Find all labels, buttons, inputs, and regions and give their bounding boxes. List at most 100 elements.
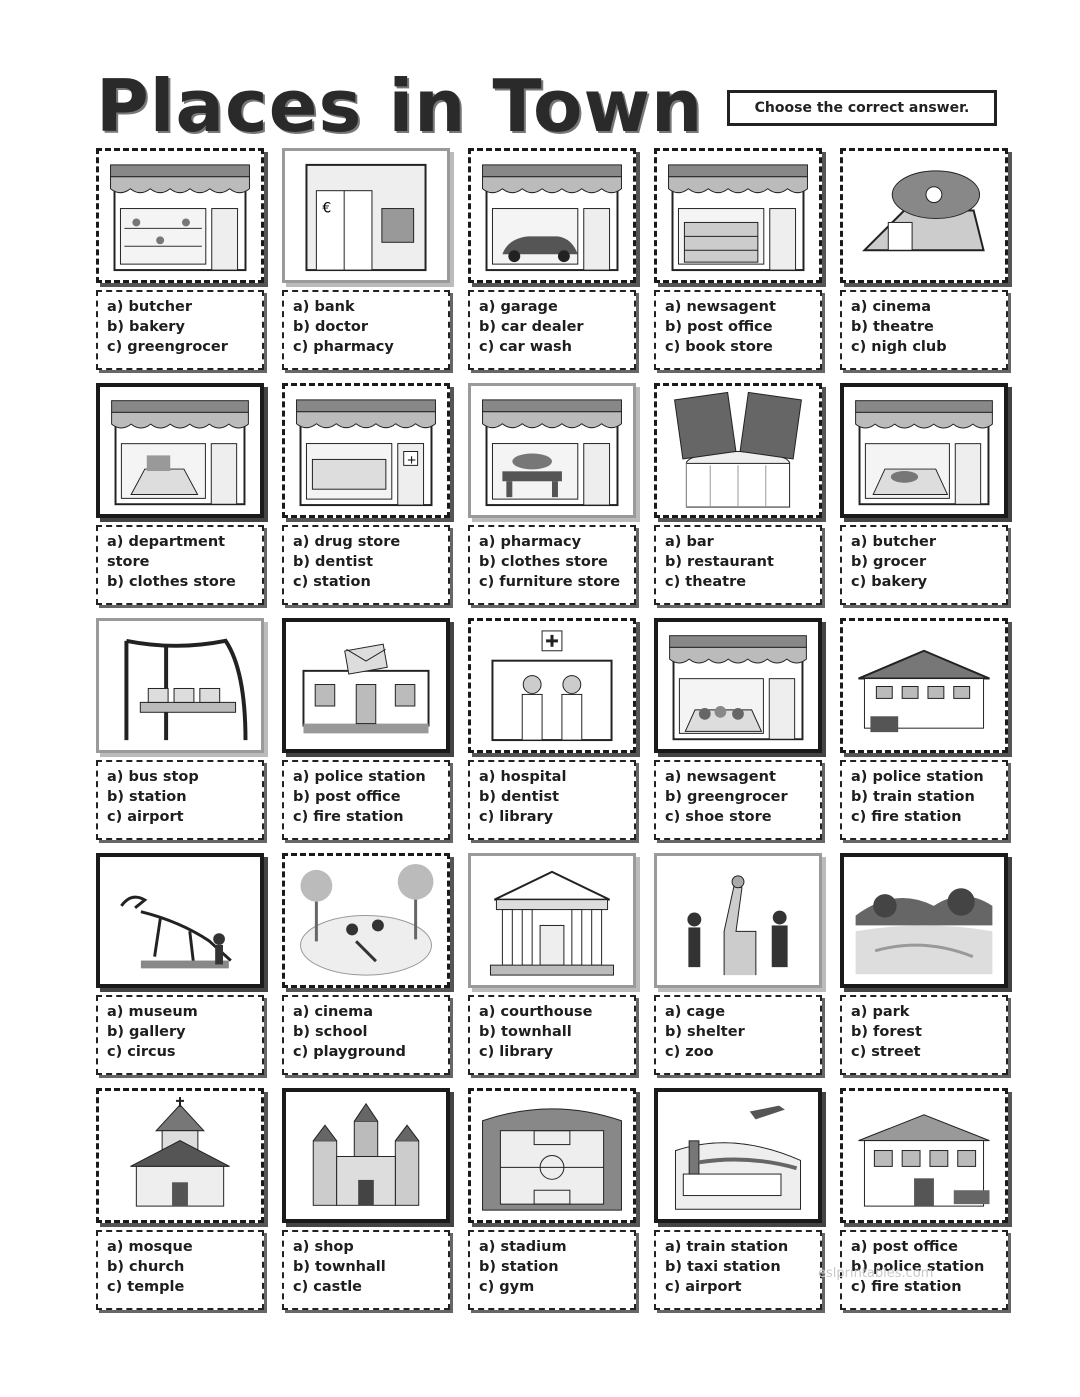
- question-card: a) cinema b) theatre c) nigh club: [840, 148, 1008, 375]
- question-card: a) police station b) post office c) fire s…: [282, 618, 450, 845]
- question-card: a) stadium b) station c) gym: [468, 1088, 636, 1315]
- question-card: a) cage b) shelter c) zoo: [654, 853, 822, 1080]
- option-c[interactable]: c) car wash: [479, 339, 572, 355]
- option-b[interactable]: b) dentist: [479, 789, 560, 805]
- option-c[interactable]: c) pharmacy: [293, 339, 394, 355]
- option-c[interactable]: c) furniture store: [479, 574, 621, 590]
- option-a[interactable]: a) mosque: [107, 1239, 193, 1255]
- option-b[interactable]: b) train station: [851, 789, 975, 805]
- dinosaur-skeleton-icon: [96, 853, 264, 988]
- option-b[interactable]: b) post office: [665, 319, 773, 335]
- option-a[interactable]: a) newsagent: [665, 769, 776, 785]
- stadium-icon: [468, 1088, 636, 1223]
- option-a[interactable]: a) park: [851, 1004, 910, 1020]
- option-b[interactable]: b) clothes store: [107, 574, 236, 590]
- option-c[interactable]: c) circus: [107, 1044, 176, 1060]
- furniture-store-icon: [468, 383, 636, 518]
- cinema-building-icon: [840, 148, 1008, 283]
- option-a[interactable]: a) train station: [665, 1239, 789, 1255]
- option-c[interactable]: c) airport: [665, 1279, 742, 1295]
- option-a[interactable]: a) bar: [665, 534, 714, 550]
- option-b[interactable]: b) restaurant: [665, 554, 774, 570]
- option-c[interactable]: c) greengrocer: [107, 339, 228, 355]
- option-b[interactable]: b) grocer: [851, 554, 927, 570]
- option-c[interactable]: c) zoo: [665, 1044, 714, 1060]
- option-a[interactable]: a) bus stop: [107, 769, 199, 785]
- option-b[interactable]: b) gallery: [107, 1024, 186, 1040]
- option-b[interactable]: b) dentist: [293, 554, 374, 570]
- option-a[interactable]: a) shop: [293, 1239, 354, 1255]
- option-c[interactable]: c) gym: [479, 1279, 535, 1295]
- answer-options: a) bank b) doctor c) pharmacy: [282, 290, 450, 370]
- question-card: a) train station b) taxi station c) airpor…: [654, 1088, 822, 1315]
- airport-icon: [654, 1088, 822, 1223]
- option-a[interactable]: a) museum: [107, 1004, 198, 1020]
- option-a[interactable]: a) police station: [851, 769, 984, 785]
- option-c[interactable]: c) castle: [293, 1279, 363, 1295]
- option-b[interactable]: b) greengrocer: [665, 789, 788, 805]
- option-b[interactable]: b) bakery: [107, 319, 185, 335]
- question-card: a) bar b) restaurant c) theatre: [654, 383, 822, 610]
- book-store-icon: [654, 148, 822, 283]
- option-b[interactable]: b) shelter: [665, 1024, 745, 1040]
- restaurant-menu-icon: [654, 383, 822, 518]
- option-c[interactable]: c) bakery: [851, 574, 928, 590]
- option-c[interactable]: c) fire station: [851, 1279, 962, 1295]
- option-b[interactable]: b) theatre: [851, 319, 934, 335]
- option-c[interactable]: c) playground: [293, 1044, 406, 1060]
- option-c[interactable]: c) shoe store: [665, 809, 772, 825]
- park-landscape-icon: [840, 853, 1008, 988]
- option-c[interactable]: c) airport: [107, 809, 184, 825]
- option-a[interactable]: a) butcher: [851, 534, 936, 550]
- option-a[interactable]: a) stadium: [479, 1239, 567, 1255]
- option-a[interactable]: a) post office: [851, 1239, 958, 1255]
- option-c[interactable]: c) station: [293, 574, 371, 590]
- option-a[interactable]: a) cinema: [851, 299, 932, 315]
- option-c[interactable]: c) fire station: [293, 809, 404, 825]
- option-c[interactable]: c) book store: [665, 339, 773, 355]
- option-b[interactable]: b) taxi station: [665, 1259, 781, 1275]
- option-b[interactable]: b) post office: [293, 789, 401, 805]
- option-a[interactable]: a) cinema: [293, 1004, 374, 1020]
- option-a[interactable]: a) hospital: [479, 769, 567, 785]
- option-a[interactable]: a) butcher: [107, 299, 192, 315]
- option-b[interactable]: b) school: [293, 1024, 368, 1040]
- page-title: Places in Town: [96, 64, 704, 148]
- option-b[interactable]: b) doctor: [293, 319, 369, 335]
- question-card: a) park b) forest c) street: [840, 853, 1008, 1080]
- question-card: a) bus stop b) station c) airport: [96, 618, 264, 845]
- option-a[interactable]: a) bank: [293, 299, 355, 315]
- option-c[interactable]: c) library: [479, 1044, 554, 1060]
- option-b[interactable]: b) station: [107, 789, 187, 805]
- option-a[interactable]: a) drug store: [293, 534, 401, 550]
- option-a[interactable]: a) newsagent: [665, 299, 776, 315]
- svg-text:€: €: [322, 201, 331, 217]
- option-a[interactable]: a) courthouse: [479, 1004, 593, 1020]
- option-c[interactable]: c) street: [851, 1044, 921, 1060]
- option-c[interactable]: c) temple: [107, 1279, 185, 1295]
- option-b[interactable]: b) forest: [851, 1024, 922, 1040]
- svg-text:+: +: [407, 452, 417, 466]
- option-b[interactable]: b) townhall: [293, 1259, 386, 1275]
- question-card: a) courthouse b) townhall c) library: [468, 853, 636, 1080]
- question-card: a) garage b) car dealer c) car wash: [468, 148, 636, 375]
- option-c[interactable]: c) theatre: [665, 574, 747, 590]
- option-c[interactable]: c) nigh club: [851, 339, 947, 355]
- answer-options: a) cage b) shelter c) zoo: [654, 995, 822, 1075]
- option-a[interactable]: a) police station: [293, 769, 426, 785]
- answer-options: a) police station b) post office c) fire s…: [282, 760, 450, 840]
- option-b[interactable]: b) police station: [851, 1259, 985, 1275]
- option-c[interactable]: c) library: [479, 809, 554, 825]
- option-a[interactable]: a) pharmacy: [479, 534, 582, 550]
- option-b[interactable]: b) townhall: [479, 1024, 572, 1040]
- option-b[interactable]: b) car dealer: [479, 319, 584, 335]
- option-a[interactable]: a) cage: [665, 1004, 726, 1020]
- option-a[interactable]: a) department store: [107, 534, 226, 570]
- option-b[interactable]: b) station: [479, 1259, 559, 1275]
- option-b[interactable]: b) church: [107, 1259, 185, 1275]
- answer-options: a) train station b) taxi station c) airpor…: [654, 1230, 822, 1310]
- option-a[interactable]: a) garage: [479, 299, 558, 315]
- question-grid: a) butcher b) bakery c) greengrocer € a) ban…: [96, 148, 1010, 1315]
- option-b[interactable]: b) clothes store: [479, 554, 608, 570]
- option-c[interactable]: c) fire station: [851, 809, 962, 825]
